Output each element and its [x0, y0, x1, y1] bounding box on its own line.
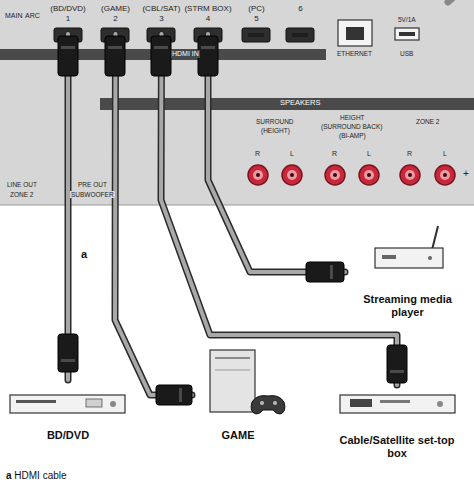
panel-label: ZONE 2: [9, 191, 34, 198]
panel-label: LINE OUT: [6, 181, 38, 188]
hdmi-port-label: (PC)5: [246, 4, 267, 34]
ethernet-port: [338, 20, 372, 46]
panel-label: R: [254, 150, 261, 158]
panel-label: SURROUND: [255, 118, 295, 125]
panel-label: (HEIGHT): [260, 127, 291, 134]
port-text: (PC): [248, 4, 264, 14]
panel-label: HEIGHT: [339, 114, 366, 121]
panel-label: R: [331, 150, 338, 158]
panel-label: MAIN: [4, 12, 24, 20]
port-text: 6: [298, 4, 302, 14]
cable-stroke: [66, 34, 70, 380]
panel-label: (SURROUND BACK): [320, 123, 383, 130]
cable-stroke: [115, 34, 192, 395]
device-label: BD/DVD: [47, 429, 89, 442]
panel-label: ARC: [24, 12, 41, 20]
cable-group: [68, 34, 397, 395]
usb-slot: [399, 32, 415, 36]
panel-label: USB: [399, 50, 414, 57]
port-text: (GAME): [101, 4, 130, 14]
panel-label: SUBWOOFER: [70, 191, 115, 198]
port-text: 1: [66, 14, 70, 24]
device-label: Streaming media player: [347, 293, 468, 319]
panel-label: L: [442, 150, 448, 158]
cable-callout: a: [80, 248, 88, 260]
cable-stroke: [161, 34, 397, 385]
device-box: GAME: [192, 345, 284, 445]
panel-label: HDMI IN: [171, 50, 200, 58]
port-text: 4: [206, 14, 210, 24]
panel-label: SPEAKERS: [279, 99, 321, 107]
hdmi-port-label: (STRM BOX)4: [182, 4, 234, 34]
hdmi-cable: [68, 34, 69, 380]
bd-dvd-player: [10, 395, 125, 413]
panel-label: (BI-AMP): [338, 132, 367, 139]
hdmi-port-label: 6: [296, 4, 305, 34]
cable-stroke: [208, 34, 345, 272]
port-text: (CBL/SAT): [142, 4, 180, 14]
cable-stroke: [208, 34, 345, 272]
hdmi-ports: [54, 28, 314, 42]
panel-label: L: [289, 150, 295, 158]
panel-label: L: [366, 150, 372, 158]
port-text: 2: [113, 14, 117, 24]
panel-label: R: [406, 150, 413, 158]
hdmi-plugs: [58, 36, 407, 405]
device-box: Cable/Satellite set-top box: [332, 385, 462, 463]
usb-port: [395, 28, 419, 40]
hdmi-cable: [115, 34, 192, 395]
port-text: 5: [254, 14, 258, 24]
port-text: (BD/DVD): [50, 4, 86, 14]
cable-stroke: [115, 34, 192, 395]
ethernet-jack: [346, 27, 364, 40]
panel-label: PRE OUT: [77, 181, 108, 188]
cable-stroke: [65, 34, 72, 380]
hdmi-port-label: (CBL/SAT)3: [140, 4, 183, 34]
figure-caption: a HDMI cable: [6, 470, 67, 481]
panel-label: 5V/1A: [397, 16, 417, 23]
panel-label: ZONE 2: [415, 118, 440, 125]
panel-label: ETHERNET: [336, 50, 373, 57]
speaker-strip: [100, 98, 474, 110]
device-box: BD/DVD: [18, 380, 118, 445]
set-top-box: [340, 395, 455, 413]
antenna: [448, 0, 470, 2]
port-text: (STRM BOX): [184, 4, 231, 14]
hdmi-port-label: (GAME)2: [99, 4, 132, 34]
device-box: Streaming media player: [345, 222, 470, 322]
cable-stroke: [161, 34, 397, 385]
hdmi-cable: [161, 34, 397, 385]
panel-label: +: [462, 168, 470, 179]
port-slots: [248, 33, 308, 37]
port-text: 3: [159, 14, 163, 24]
hdmi-port-label: (BD/DVD)1: [48, 4, 88, 34]
hdmi-cable: [208, 34, 345, 272]
game-console: [210, 350, 285, 414]
device-label: Cable/Satellite set-top box: [334, 434, 460, 460]
speaker-terminals: [248, 165, 455, 185]
streaming-player: [375, 226, 443, 268]
device-label: GAME: [222, 429, 255, 442]
